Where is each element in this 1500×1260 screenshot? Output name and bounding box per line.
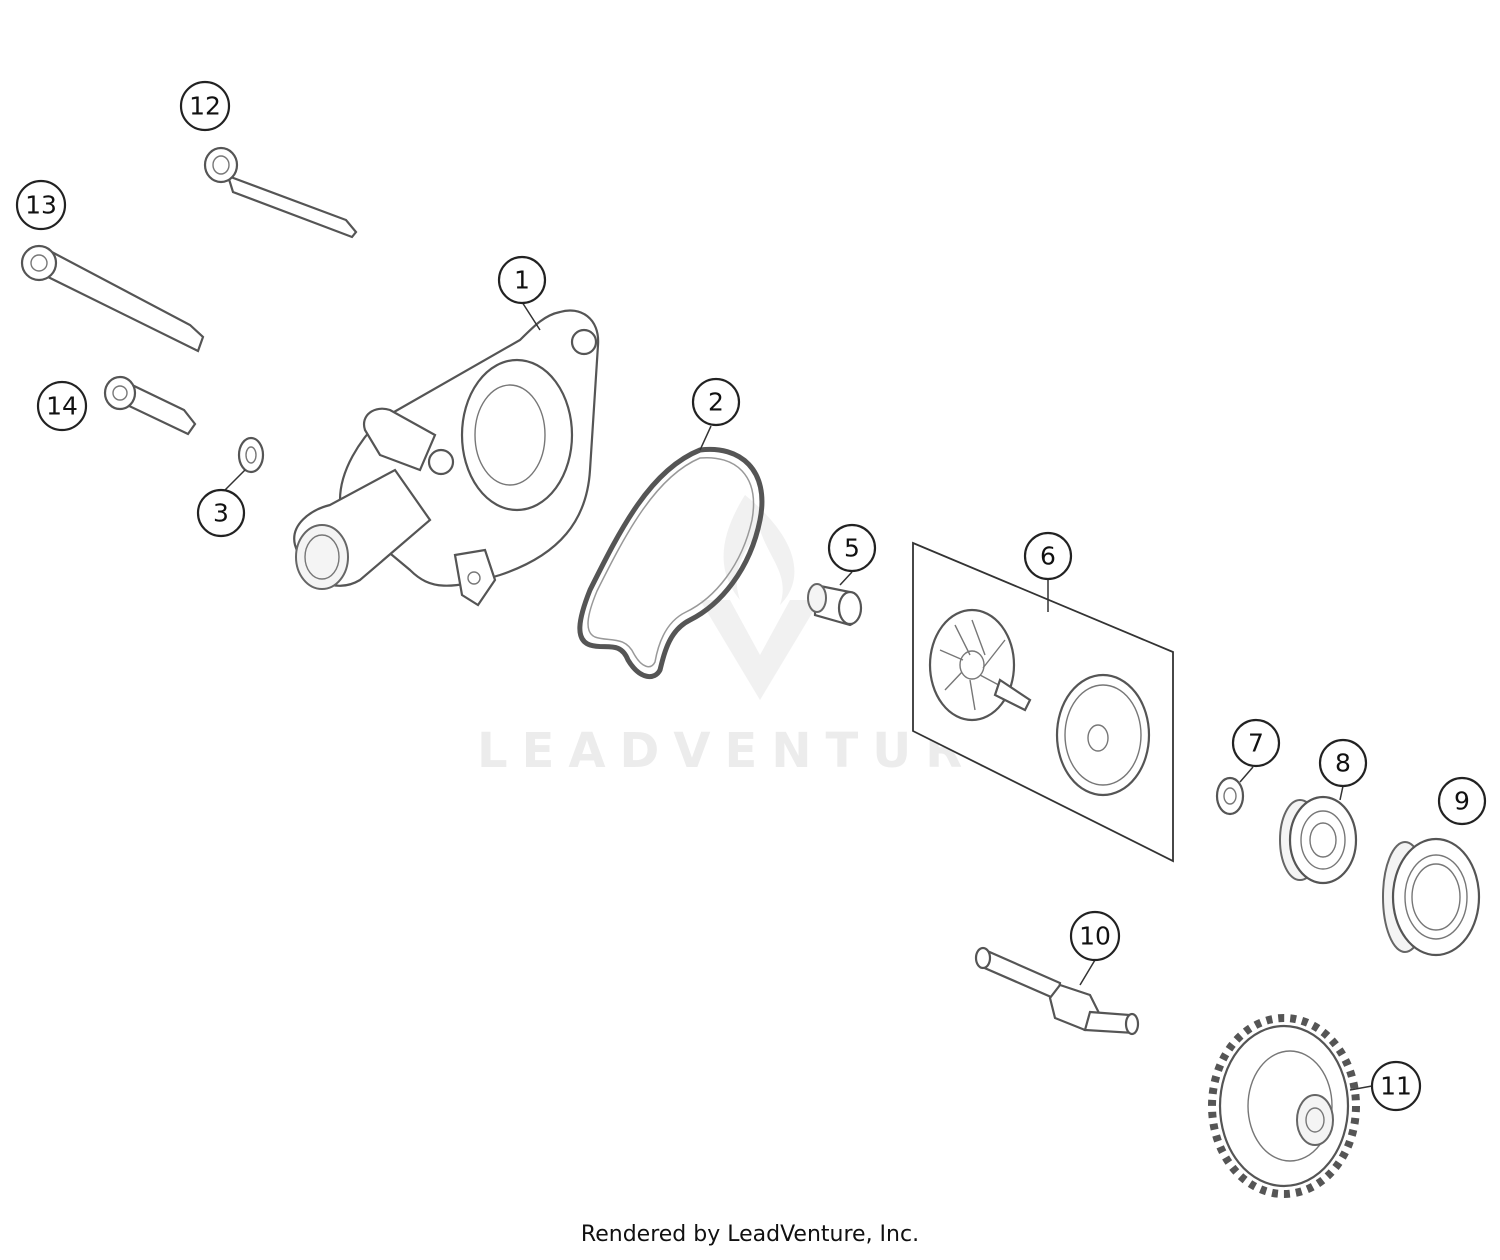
bushing-5: [807, 583, 863, 627]
callout-label-2: 2: [708, 388, 724, 417]
bolt-12: [203, 146, 358, 239]
callout-label-10: 10: [1079, 922, 1111, 951]
callout-6: 6: [1023, 531, 1073, 581]
callout-14: 14: [36, 380, 88, 432]
callout-label-1: 1: [514, 266, 530, 295]
water-pump-cover-1: [293, 309, 600, 607]
callout-label-8: 8: [1335, 749, 1351, 778]
bolt-13: [20, 244, 205, 353]
callout-7: 7: [1231, 718, 1281, 768]
callout-label-7: 7: [1248, 729, 1264, 758]
render-credit: Rendered by LeadVenture, Inc.: [580, 1222, 920, 1247]
callout-5: 5: [827, 523, 877, 573]
leader-lines: [224, 301, 1373, 1091]
callout-3: 3: [196, 488, 246, 538]
callout-label-14: 14: [46, 392, 78, 421]
callout-10: 10: [1069, 910, 1121, 962]
callout-label-13: 13: [25, 191, 57, 220]
gasket-2: [577, 446, 765, 679]
callout-label-9: 9: [1454, 787, 1470, 816]
callout-9: 9: [1437, 776, 1487, 826]
bearing-9: [1382, 837, 1481, 957]
callout-11: 11: [1370, 1060, 1422, 1112]
callout-1: 1: [497, 255, 547, 305]
callout-2: 2: [691, 377, 741, 427]
washer-3: [237, 436, 265, 474]
callout-8: 8: [1318, 738, 1368, 788]
pump-gear-11: [1208, 1014, 1360, 1198]
bearing-8: [1279, 795, 1358, 885]
callout-label-3: 3: [213, 499, 229, 528]
callout-label-5: 5: [844, 534, 860, 563]
callout-13: 13: [15, 179, 67, 231]
callout-12: 12: [179, 80, 231, 132]
leadventure-watermark-logo: [700, 495, 820, 700]
callout-label-11: 11: [1380, 1072, 1412, 1101]
callout-label-12: 12: [189, 92, 221, 121]
callout-label-6: 6: [1040, 542, 1056, 571]
washer-7: [1215, 776, 1245, 816]
impeller-kit-6: [912, 541, 1174, 863]
bolt-14: [103, 375, 197, 436]
pump-shaft-10: [974, 946, 1140, 1036]
